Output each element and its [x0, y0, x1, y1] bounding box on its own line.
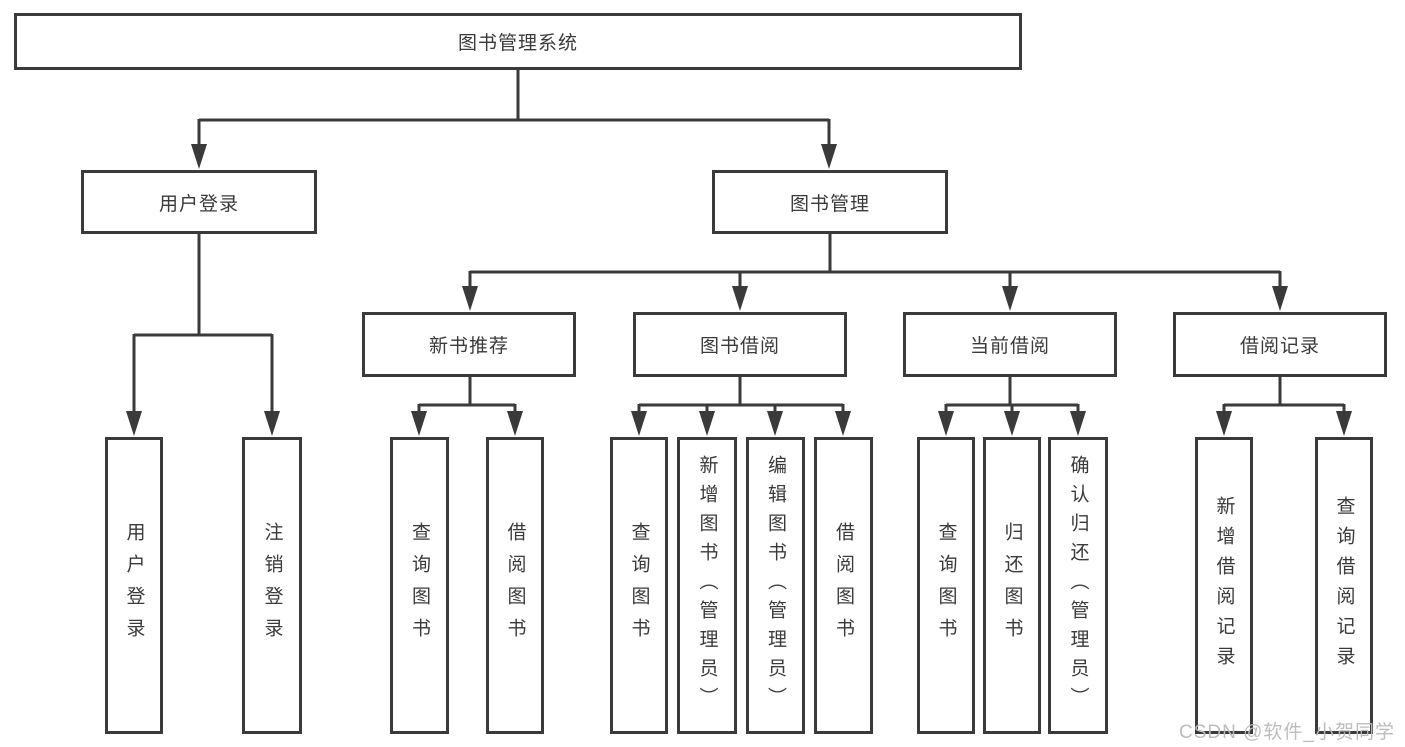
node-label: 新书推荐 — [428, 336, 509, 357]
csdn-watermark: CSDN @软件_小贺同学 — [1179, 722, 1395, 743]
leaf-label: 借阅图书 — [504, 521, 526, 650]
leaf-query-books-borrowing: 查询图书 — [610, 437, 668, 734]
arrowheads — [126, 144, 1352, 436]
leaf-label: 查询图书 — [628, 521, 650, 650]
leaf-label: 借阅图书 — [833, 521, 854, 650]
node-label: 图书管理系统 — [457, 33, 578, 54]
node-label: 图书管理 — [789, 193, 870, 215]
leaf-borrow-books-borrowing: 借阅图书 — [814, 437, 873, 734]
leaf-label: 确认归还（管理员） — [1067, 455, 1089, 716]
node-current-borrowing: 当前借阅 — [903, 312, 1117, 377]
leaf-label: 查询图书 — [409, 521, 430, 650]
node-new-book-recommend: 新书推荐 — [362, 312, 576, 377]
node-label: 借阅记录 — [1239, 336, 1320, 357]
leaf-label: 查询借阅记录 — [1333, 495, 1355, 676]
leaf-label: 用户登录 — [123, 521, 145, 650]
leaf-edit-book-admin: 编辑图书（管理员） — [746, 437, 805, 734]
leaf-label: 新增借阅记录 — [1213, 495, 1235, 676]
leaf-query-borrow-record: 查询借阅记录 — [1315, 437, 1373, 734]
leaf-label: 归还图书 — [1001, 521, 1023, 650]
leaf-query-books-recommend: 查询图书 — [390, 437, 449, 734]
leaf-add-book-admin: 新增图书（管理员） — [677, 437, 737, 734]
node-book-management: 图书管理 — [712, 170, 948, 234]
leaf-label: 新增图书（管理员） — [696, 455, 718, 716]
leaf-logout: 注销登录 — [242, 437, 302, 734]
node-book-borrowing: 图书借阅 — [633, 312, 847, 377]
leaf-label: 查询图书 — [935, 521, 957, 650]
node-library-management-system: 图书管理系统 — [14, 13, 1022, 70]
leaf-label: 编辑图书（管理员） — [765, 455, 786, 716]
leaf-borrow-books-recommend: 借阅图书 — [486, 437, 544, 734]
leaf-return-book: 归还图书 — [983, 437, 1041, 734]
node-label: 当前借阅 — [969, 336, 1050, 357]
leaf-query-books-current: 查询图书 — [917, 437, 975, 734]
node-user-login: 用户登录 — [81, 170, 317, 234]
leaf-confirm-return-admin: 确认归还（管理员） — [1048, 437, 1108, 734]
node-label: 用户登录 — [158, 193, 239, 215]
node-borrowing-records: 借阅记录 — [1173, 312, 1387, 377]
leaf-add-borrow-record: 新增借阅记录 — [1195, 437, 1253, 734]
leaf-label: 注销登录 — [261, 521, 283, 650]
leaf-user-login: 用户登录 — [105, 437, 163, 734]
node-label: 图书借阅 — [699, 336, 780, 357]
